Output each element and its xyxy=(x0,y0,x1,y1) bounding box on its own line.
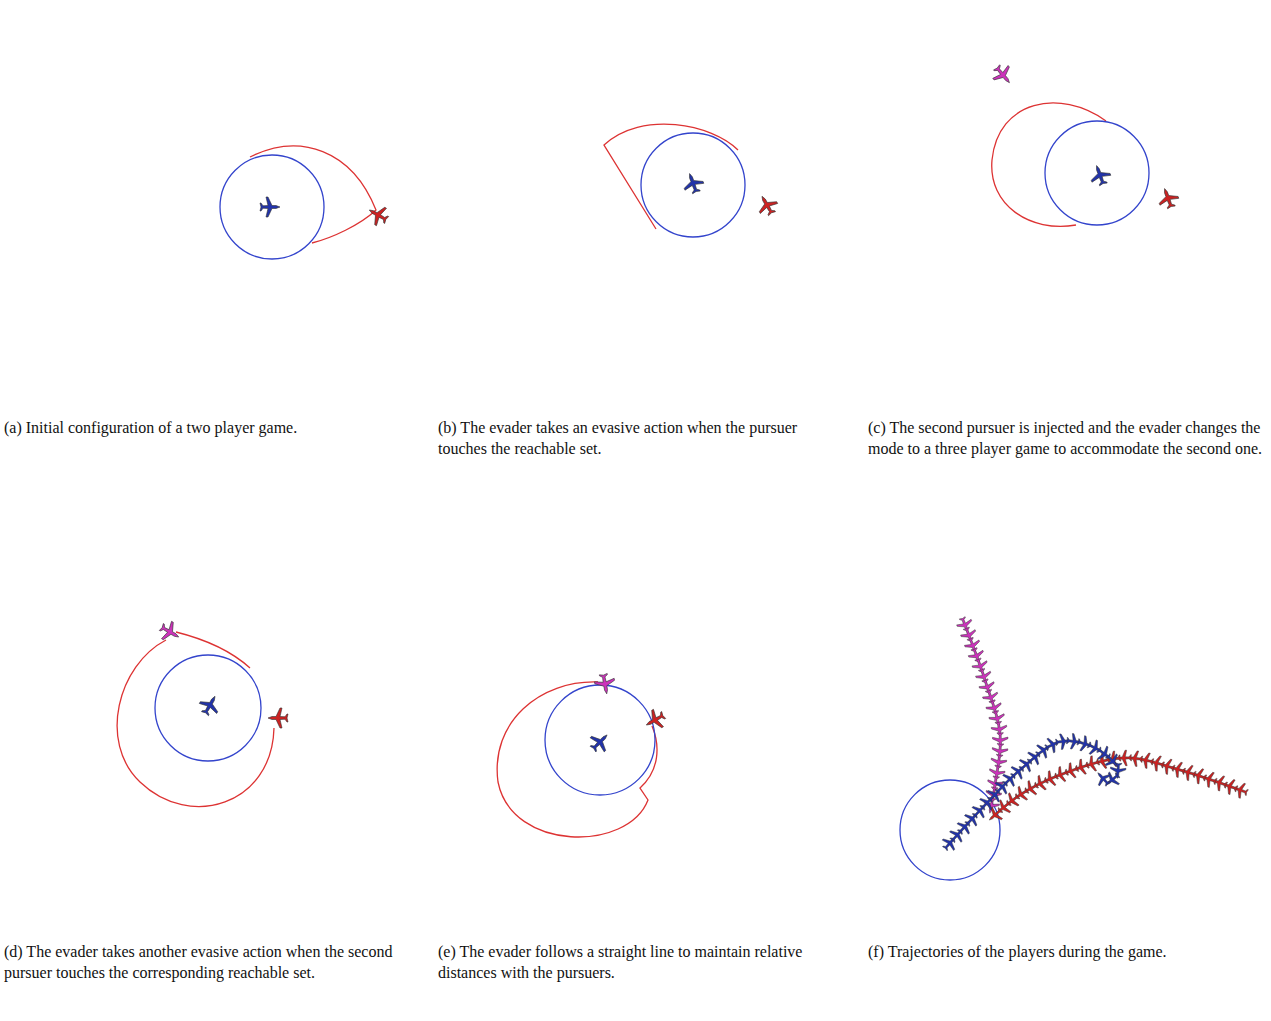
pursuer-plane xyxy=(1155,185,1181,211)
trajectory xyxy=(995,758,1240,815)
evader-circle xyxy=(545,685,655,795)
trajectory-plane xyxy=(985,698,1004,717)
subfigure-caption: (f) Trajectories of the players during t… xyxy=(868,942,1266,963)
trajectory-plane xyxy=(1136,751,1154,769)
trajectory-plane xyxy=(1043,734,1064,755)
reachable-set xyxy=(250,146,376,243)
evader-plane xyxy=(1087,162,1113,188)
pursuer-plane xyxy=(364,201,391,228)
trajectory-plane xyxy=(988,709,1007,728)
trajectory-plane xyxy=(1092,768,1114,790)
trajectory-plane xyxy=(1157,756,1176,775)
evader-circle xyxy=(900,780,1000,880)
evader-circle xyxy=(641,133,745,237)
pursuer-plane xyxy=(156,618,183,645)
reachable-set xyxy=(176,632,250,668)
evader-circle xyxy=(155,655,261,761)
subfigure-caption: (b) The evader takes an evasive action w… xyxy=(438,418,833,460)
subfigure-caption: (d) The evader takes another evasive act… xyxy=(4,942,399,984)
pursuer-plane xyxy=(268,708,288,728)
evader-plane xyxy=(196,691,223,718)
reachable-set xyxy=(117,640,274,806)
pursuer-plane xyxy=(753,191,780,218)
pursuer-plane xyxy=(989,61,1017,89)
evader-circle xyxy=(1045,121,1149,225)
trajectory xyxy=(950,741,1118,843)
pursuer-plane xyxy=(593,672,616,695)
evader-plane xyxy=(260,197,280,217)
trajectory-plane xyxy=(1168,760,1187,779)
pursuer-plane xyxy=(641,706,668,733)
evader-plane xyxy=(586,728,614,756)
subfigure-caption: (a) Initial configuration of a two playe… xyxy=(4,418,399,439)
reachable-set xyxy=(497,682,657,837)
trajectory-plane xyxy=(1178,763,1197,782)
evader-circle xyxy=(220,155,324,259)
trajectory-plane xyxy=(984,804,1006,826)
trajectory-plane xyxy=(1147,753,1166,772)
subfigure-caption: (e) The evader follows a straight line t… xyxy=(438,942,833,984)
subfigure-caption: (c) The second pursuer is injected and t… xyxy=(868,418,1266,460)
evader-plane xyxy=(680,170,706,196)
